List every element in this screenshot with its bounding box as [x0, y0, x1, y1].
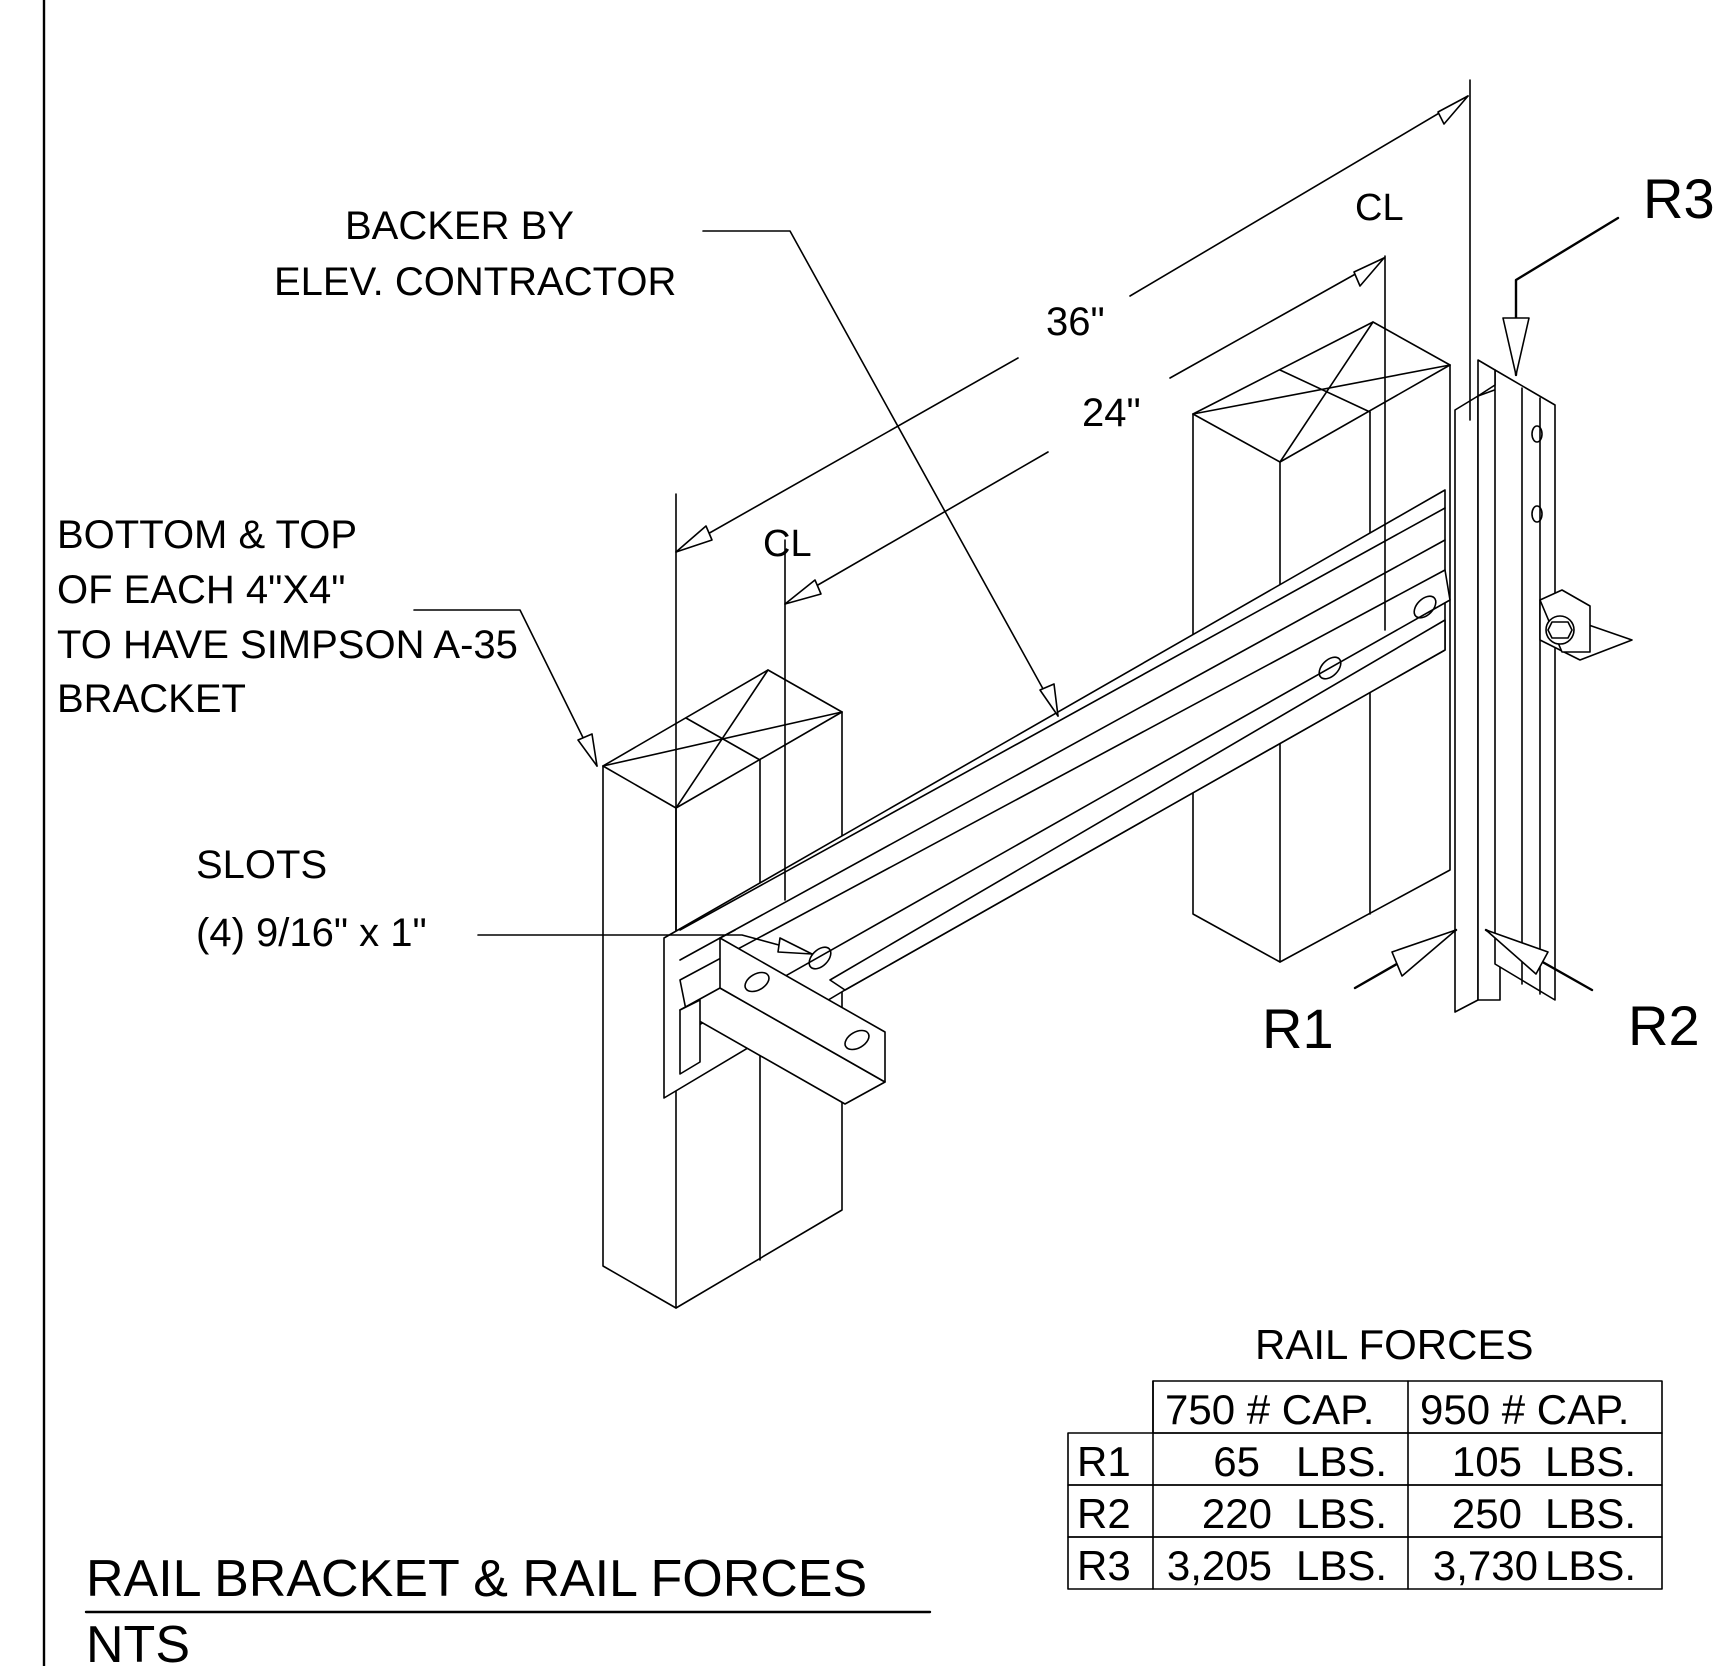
force-arrow-r3 — [1502, 216, 1620, 377]
row-r1-label: R1 — [1077, 1438, 1131, 1485]
row-r2-750-unit: LBS. — [1296, 1490, 1387, 1537]
backer-channel — [663, 489, 1451, 1099]
row-r3-950-unit: LBS. — [1545, 1542, 1636, 1589]
backer-label-line2: ELEV. CONTRACTOR — [274, 260, 676, 304]
guide-rail — [1454, 359, 1556, 1013]
header-950: 950 # CAP. — [1420, 1386, 1629, 1433]
force-arrow-r2 — [1484, 928, 1594, 992]
row-r1-750-value: 65 — [1213, 1438, 1260, 1485]
centerline-label-left: CL — [763, 523, 812, 565]
header-750: 750 # CAP. — [1165, 1386, 1374, 1433]
table-title: RAIL FORCES — [1255, 1321, 1534, 1368]
force-label-r2: R2 — [1628, 994, 1700, 1057]
row-r3-750-unit: LBS. — [1296, 1542, 1387, 1589]
bracket-note-line2: OF EACH 4"X4" — [57, 568, 345, 612]
bracket-note-line4: BRACKET — [57, 677, 246, 721]
rail-forces-table: RAIL FORCES 750 # CAP. 950 # CAP. R1 65 … — [1067, 1321, 1663, 1590]
dimension-24-label: 24" — [1082, 391, 1141, 435]
row-r2-750-value: 220 — [1202, 1490, 1272, 1537]
row-r3-label: R3 — [1077, 1542, 1131, 1589]
row-r1-950-value: 105 — [1452, 1438, 1522, 1485]
dimension-24 — [784, 255, 1386, 901]
centerline-label-right: CL — [1355, 187, 1404, 229]
row-r2-label: R2 — [1077, 1490, 1131, 1537]
backer-label-line1: BACKER BY — [345, 204, 574, 248]
row-r1-750-unit: LBS. — [1296, 1438, 1387, 1485]
row-r3-950-value: 3,730 — [1433, 1542, 1538, 1589]
dimension-36-label: 36" — [1046, 300, 1105, 344]
drawing-scale: NTS — [86, 1616, 190, 1666]
force-label-r1: R1 — [1262, 997, 1334, 1060]
row-r3-750-value: 3,205 — [1167, 1542, 1272, 1589]
leader-backer — [702, 230, 1059, 717]
force-arrow-r1 — [1353, 928, 1458, 990]
dimension-36 — [675, 79, 1471, 931]
row-r2-950-value: 250 — [1452, 1490, 1522, 1537]
row-r1-950-unit: LBS. — [1545, 1438, 1636, 1485]
slots-label-line2: (4) 9/16" x 1" — [196, 911, 427, 955]
row-r2-950-unit: LBS. — [1545, 1490, 1636, 1537]
rail-clip-bolt — [1539, 589, 1633, 661]
bracket-note-line1: BOTTOM & TOP — [57, 513, 357, 557]
force-label-r3: R3 — [1643, 167, 1715, 230]
leader-bracket — [413, 609, 598, 767]
drawing-title: RAIL BRACKET & RAIL FORCES — [86, 1550, 867, 1608]
left-angle-bracket — [679, 929, 886, 1105]
bracket-note-line3: TO HAVE SIMPSON A-35 — [57, 623, 518, 667]
slots-label-line1: SLOTS — [196, 843, 327, 887]
leader-slots — [477, 934, 813, 955]
